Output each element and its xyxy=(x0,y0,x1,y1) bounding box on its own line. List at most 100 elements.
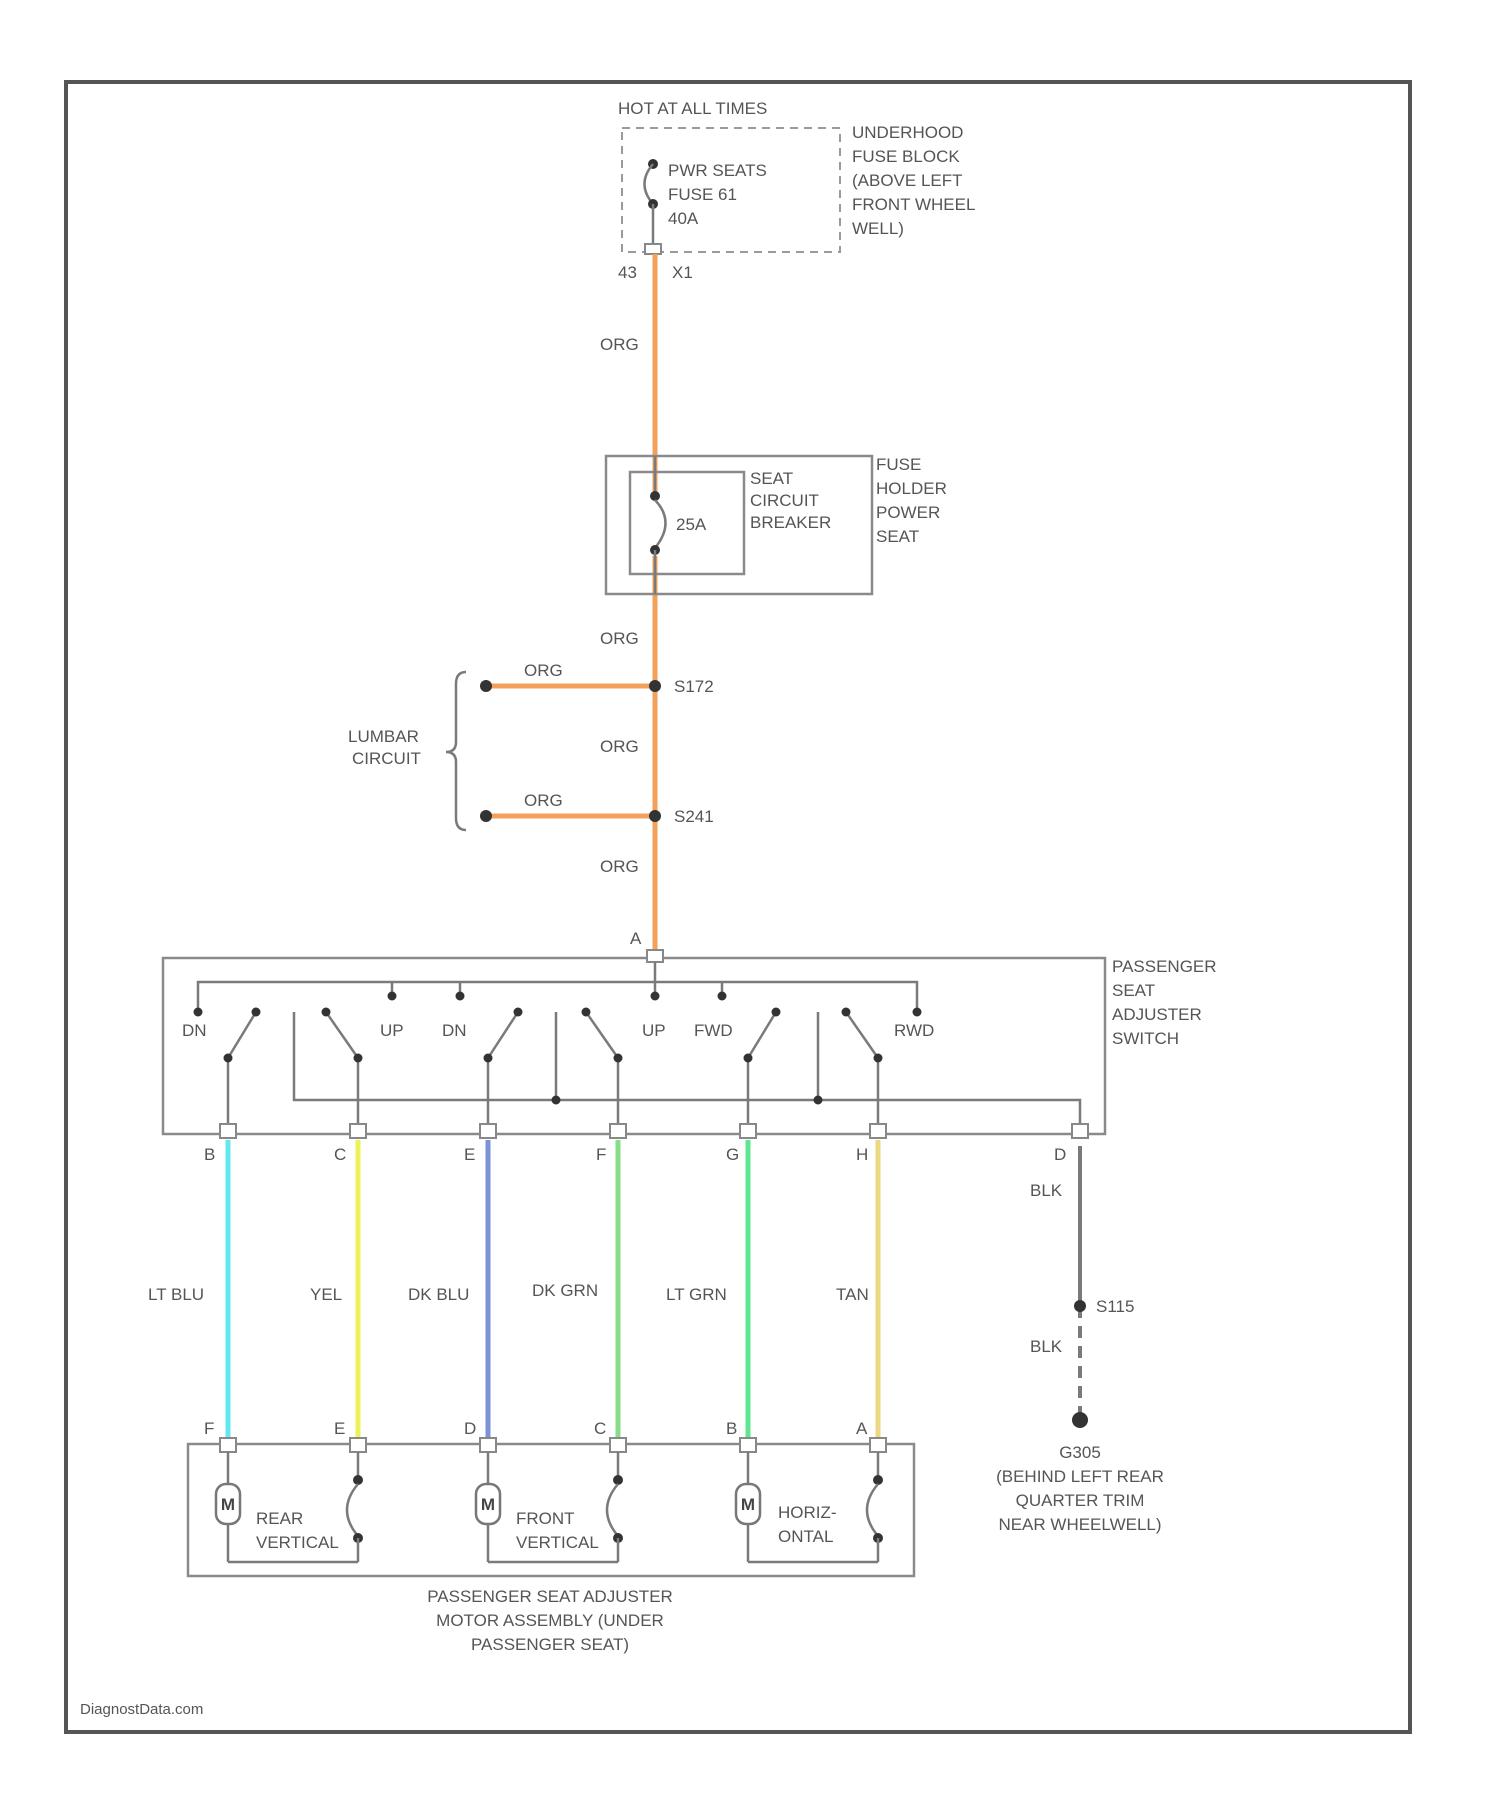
ground-location-line-2: (BEHIND LEFT REAR xyxy=(996,1467,1164,1486)
fuse-label-line-3: 40A xyxy=(668,209,699,228)
switch-position-fwd: FWD xyxy=(694,1021,733,1040)
blade-pivot xyxy=(842,1008,851,1017)
limit-switch-terminal xyxy=(353,1475,363,1485)
wire-label-tan: TAN xyxy=(836,1285,869,1304)
motor-pin-e: E xyxy=(334,1419,345,1438)
fuse-label-line-2: FUSE 61 xyxy=(668,185,737,204)
passenger-seat-adjuster-switch xyxy=(163,958,1105,1134)
ground-location-line-1: G305 xyxy=(1059,1443,1101,1462)
fuse-block-label-line-3: (ABOVE LEFT xyxy=(852,171,963,190)
fuse-block-connector xyxy=(645,244,661,254)
fuse-block-label-line-4: FRONT WHEEL xyxy=(852,195,975,214)
blade-common xyxy=(744,1054,753,1063)
switch-output-pin xyxy=(1072,1124,1088,1138)
fuse-block-label-line-2: FUSE BLOCK xyxy=(852,147,960,166)
splice-s172 xyxy=(649,680,661,692)
switch-blade xyxy=(846,1012,878,1058)
limit-switch-terminal xyxy=(613,1475,623,1485)
switch-blades xyxy=(224,1008,883,1125)
switch-pin-f: F xyxy=(596,1145,606,1164)
watermark: DiagnostData.com xyxy=(80,1701,203,1718)
switch-bus-taps xyxy=(392,982,722,996)
switch-label-line-4: SWITCH xyxy=(1112,1029,1179,1048)
blade-pivot xyxy=(322,1008,331,1017)
switch-position-dn-rear: DN xyxy=(182,1021,207,1040)
fuse-holder-label-line-3: POWER xyxy=(876,503,940,522)
blade-common xyxy=(224,1054,233,1063)
switch-position-dn-front: DN xyxy=(442,1021,467,1040)
blade-common xyxy=(484,1054,493,1063)
switch-output-pin xyxy=(610,1124,626,1138)
diagram-frame xyxy=(66,82,1410,1732)
contact-dn-1 xyxy=(194,1008,203,1017)
wire-label-dk-grn: DK GRN xyxy=(532,1281,598,1300)
motor-input-pin xyxy=(220,1438,236,1452)
motor-input-pin xyxy=(610,1438,626,1452)
motor-pin-b: B xyxy=(726,1419,737,1438)
wire-label-yel: YEL xyxy=(310,1285,342,1304)
fuse-holder-label-line-2: HOLDER xyxy=(876,479,947,498)
fuse-holder-label-line-1: FUSE xyxy=(876,455,921,474)
switch-position-rwd: RWD xyxy=(894,1021,934,1040)
wire-label-dk-blu: DK BLU xyxy=(408,1285,469,1304)
fuse-block-pin-number: 43 xyxy=(618,263,637,282)
blade-common xyxy=(874,1054,883,1063)
ground-contact xyxy=(814,1096,823,1105)
switch-input-pin-label: A xyxy=(630,929,642,948)
rear-vertical-motor-label-1: REAR xyxy=(256,1509,303,1528)
fuse-block-label-line-5: WELL) xyxy=(852,219,904,238)
motor-input-pin xyxy=(350,1438,366,1452)
wire-label-lt-grn: LT GRN xyxy=(666,1285,727,1304)
switch-output-pin xyxy=(870,1124,886,1138)
wire-label-lt-blu: LT BLU xyxy=(148,1285,204,1304)
wire-label-org-1: ORG xyxy=(600,335,639,354)
feed-wire xyxy=(486,254,655,952)
switch-ground-bus xyxy=(294,1012,1080,1132)
switch-blade xyxy=(488,1012,518,1058)
ground-wire-label-1: BLK xyxy=(1030,1181,1063,1200)
limit-switch xyxy=(867,1484,878,1536)
splice-s172-label: S172 xyxy=(674,677,714,696)
switch-pin-h: H xyxy=(856,1145,868,1164)
blade-common xyxy=(614,1054,623,1063)
breaker-label-line-2: CIRCUIT xyxy=(750,491,819,510)
contact-fwd xyxy=(718,992,727,1001)
blade-pivot xyxy=(772,1008,781,1017)
splice-s115-label: S115 xyxy=(1096,1297,1134,1316)
hot-at-all-times-label: HOT AT ALL TIMES xyxy=(618,99,767,118)
motor-pin-f: F xyxy=(204,1419,214,1438)
switch-blade xyxy=(586,1012,618,1058)
motor-pin-c: C xyxy=(594,1419,606,1438)
horizontal-motor-label-1: HORIZ- xyxy=(778,1503,837,1522)
ground-contact xyxy=(552,1096,561,1105)
switch-blade xyxy=(748,1012,776,1058)
switch-output-pin xyxy=(350,1124,366,1138)
blade-pivot xyxy=(252,1008,261,1017)
motor-input-pin xyxy=(870,1438,886,1452)
fuse-block-label-line-1: UNDERHOOD xyxy=(852,123,963,142)
blade-pivot xyxy=(514,1008,523,1017)
limit-switch xyxy=(347,1484,358,1536)
switch-output-pin xyxy=(740,1124,756,1138)
breaker-element xyxy=(655,500,666,548)
motor-input-pin xyxy=(480,1438,496,1452)
ground-location-line-3: QUARTER TRIM xyxy=(1016,1491,1145,1510)
switch-pin-b: B xyxy=(204,1145,215,1164)
wire-label-org-4: ORG xyxy=(600,857,639,876)
splice-s115 xyxy=(1074,1300,1086,1312)
blade-pivot xyxy=(582,1008,591,1017)
motor-symbol-letter: M xyxy=(221,1495,235,1514)
switch-input-pin xyxy=(647,950,663,962)
breaker-label-line-1: SEAT xyxy=(750,469,793,488)
switch-label-line-3: ADJUSTER xyxy=(1112,1005,1202,1024)
switch-output-pin xyxy=(480,1124,496,1138)
switch-pin-e: E xyxy=(464,1145,475,1164)
lumbar-label-line-2: CIRCUIT xyxy=(352,749,421,768)
motor-pin-d: D xyxy=(464,1419,476,1438)
motor-pin-a: A xyxy=(856,1419,868,1438)
horizontal-motor-label-2: ONTAL xyxy=(778,1527,833,1546)
motor-symbol-letter: M xyxy=(481,1495,495,1514)
fuse-block-connector-id: X1 xyxy=(672,263,693,282)
fuse-label-line-1: PWR SEATS xyxy=(668,161,767,180)
switch-pin-c: C xyxy=(334,1145,346,1164)
